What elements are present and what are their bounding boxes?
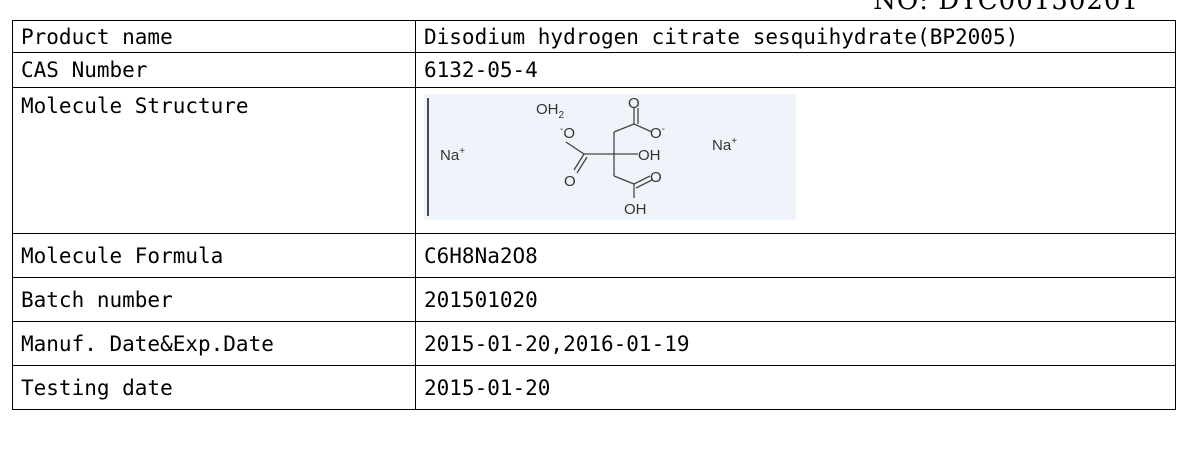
batch-number-label: Batch number — [12, 277, 416, 322]
table-row: Product name Disodium hydrogen citrate s… — [12, 20, 1176, 53]
molecule-structure-image: OH2 O O- -O Na+ Na+ OH O O OH — [424, 94, 796, 220]
batch-number-value: 201501020 — [415, 277, 1176, 322]
table-row: CAS Number 6132-05-4 — [12, 52, 1176, 88]
sodium-ion-left: Na+ — [440, 146, 465, 164]
testing-date-value: 2015-01-20 — [415, 365, 1176, 410]
molecule-formula-value: C6H8Na2O8 — [415, 233, 1176, 278]
table-row: Molecule Structure — [12, 87, 1176, 234]
carboxylate-right-label: O- — [650, 124, 665, 142]
water-formula: OH2 — [536, 101, 565, 121]
oxygen-atom-label: O — [628, 95, 640, 112]
table-row: Molecule Formula C6H8Na2O8 — [12, 233, 1176, 278]
molecule-structure-label: Molecule Structure — [12, 87, 416, 234]
carboxylate-left-label: -O — [560, 124, 575, 142]
manuf-exp-date-value: 2015-01-20,2016-01-19 — [415, 321, 1176, 366]
document-number: NO: DYC00150201 — [873, 0, 1139, 16]
molecule-structure-cell: OH2 O O- -O Na+ Na+ OH O O OH — [415, 87, 1176, 234]
product-name-value: Disodium hydrogen citrate sesquihydrate(… — [415, 20, 1176, 53]
product-spec-table: Product name Disodium hydrogen citrate s… — [12, 20, 1176, 410]
hydroxyl-center-label: OH — [638, 147, 661, 164]
manuf-exp-date-label: Manuf. Date&Exp.Date — [12, 321, 416, 366]
table-row: Manuf. Date&Exp.Date 2015-01-20,2016-01-… — [12, 321, 1176, 366]
testing-date-label: Testing date — [12, 365, 416, 410]
oxygen-lower-right-label: O — [650, 169, 662, 186]
sodium-ion-right: Na+ — [712, 136, 737, 154]
hydroxyl-bottom-label: OH — [624, 201, 647, 218]
table-row: Batch number 201501020 — [12, 277, 1176, 322]
product-name-label: Product name — [12, 20, 416, 53]
table-row: Testing date 2015-01-20 — [12, 365, 1176, 410]
cas-number-label: CAS Number — [12, 52, 416, 88]
molecule-formula-label: Molecule Formula — [12, 233, 416, 278]
oxygen-lower-left-label: O — [564, 173, 576, 190]
cas-number-value: 6132-05-4 — [415, 52, 1176, 88]
